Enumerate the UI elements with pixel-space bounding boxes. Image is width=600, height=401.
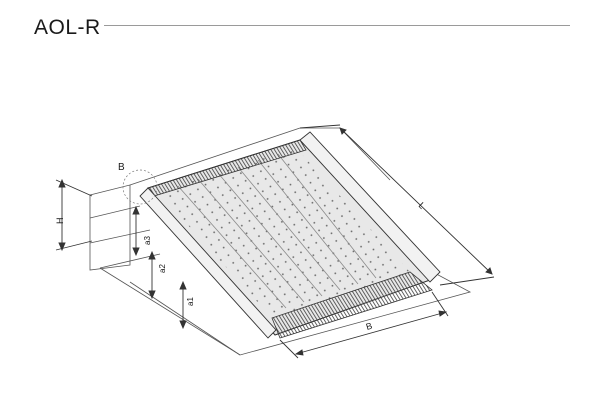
a2-label: a2 [158, 264, 167, 273]
page-title: AOL-R [34, 16, 101, 39]
detail-circle [122, 169, 158, 205]
a1-label: a1 [186, 297, 195, 306]
title-rule [104, 25, 570, 26]
a3-dimension [132, 205, 140, 257]
length-dimension [299, 124, 495, 286]
a1-dimension [179, 280, 187, 330]
detail-label: B [118, 162, 125, 173]
curb-blocks [89, 127, 391, 271]
a2-dimension [148, 250, 156, 300]
height-label: H [55, 218, 65, 225]
ramp-plate [139, 131, 441, 339]
a3-label: a3 [143, 236, 152, 245]
height-dimension [55, 178, 93, 252]
width-dimension [279, 291, 449, 359]
width-label: B [365, 321, 374, 332]
length-label: L [417, 200, 428, 211]
